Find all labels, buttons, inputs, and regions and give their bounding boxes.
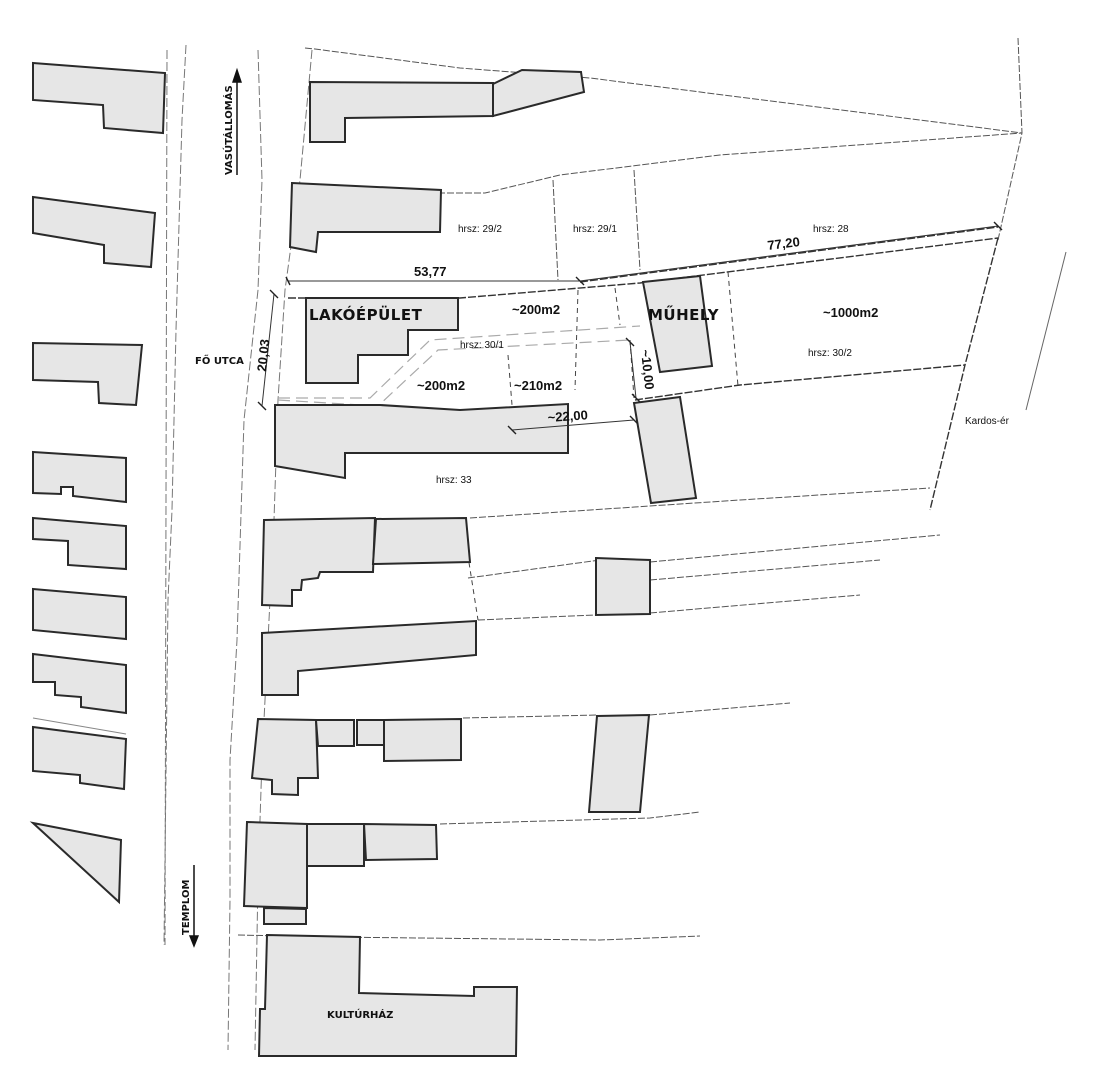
building-33-main bbox=[274, 402, 569, 480]
south-buildings bbox=[242, 516, 651, 1057]
area-label-2: ~200m2 bbox=[417, 378, 465, 393]
building-south-1 bbox=[260, 516, 377, 608]
area-label-3: ~210m2 bbox=[514, 378, 562, 393]
subject-plot bbox=[277, 226, 999, 511]
parcel-label-30-1: hrsz: 30/1 bbox=[460, 340, 504, 351]
building-south-5 bbox=[250, 717, 320, 797]
stream-label: Kardos-ér bbox=[965, 416, 1010, 427]
building-south-9 bbox=[587, 713, 651, 813]
building-south-10 bbox=[242, 820, 308, 910]
building-west-6 bbox=[32, 587, 127, 641]
dimension-lines bbox=[257, 221, 1003, 435]
building-south-6 bbox=[314, 719, 355, 747]
dimension-label-long: 77,20 bbox=[767, 234, 801, 253]
building-west-1 bbox=[32, 61, 167, 135]
building-north-3 bbox=[288, 181, 443, 254]
north-buildings bbox=[288, 68, 586, 254]
west-buildings bbox=[29, 61, 167, 905]
south-arrow-icon bbox=[188, 865, 200, 948]
building-west-9 bbox=[29, 821, 123, 905]
north-arrow-icon bbox=[232, 67, 242, 175]
stream-line bbox=[1025, 251, 1067, 411]
building-north-1 bbox=[309, 80, 494, 143]
workshop-building bbox=[641, 274, 714, 374]
workshop-building-label: MŰHELY bbox=[648, 304, 720, 324]
culture-house-label: KULTÚRHÁZ bbox=[327, 1008, 393, 1021]
residential-building bbox=[305, 297, 459, 384]
dimension-label-width: 20,03 bbox=[254, 338, 272, 372]
direction-label-south: TEMPLOM bbox=[181, 880, 192, 935]
parcel-label-29-1: hrsz: 29/1 bbox=[573, 224, 617, 235]
parcel-label-33: hrsz: 33 bbox=[436, 475, 472, 486]
building-south-11 bbox=[306, 823, 365, 867]
building-west-7 bbox=[32, 652, 127, 715]
north-lot-lines bbox=[304, 37, 1023, 281]
dimension-label-front: 53,77 bbox=[414, 264, 447, 279]
parcel-label-29-2: hrsz: 29/2 bbox=[458, 224, 502, 235]
building-west-8 bbox=[32, 725, 128, 791]
dimension-label-gap-length: ~22,00 bbox=[547, 407, 588, 425]
building-south-4 bbox=[261, 619, 477, 696]
parcel-label-28: hrsz: 28 bbox=[813, 224, 849, 235]
building-south-3 bbox=[595, 556, 651, 617]
building-south-12 bbox=[362, 822, 439, 862]
building-west-5 bbox=[32, 516, 127, 571]
parcel-label-30-2: hrsz: 30/2 bbox=[808, 348, 852, 359]
dimension-label-gap-width: ~10,00 bbox=[638, 349, 657, 390]
building-south-13 bbox=[263, 906, 307, 925]
building-south-8 bbox=[383, 717, 462, 763]
building-outhouse bbox=[632, 395, 698, 505]
subject-buildings bbox=[274, 274, 714, 505]
building-south-7 bbox=[356, 719, 385, 746]
building-west-2 bbox=[32, 195, 157, 269]
residential-building-label: LAKÓÉPÜLET bbox=[309, 305, 423, 324]
building-north-2 bbox=[492, 68, 586, 118]
area-label-1: ~200m2 bbox=[512, 302, 560, 317]
building-south-2 bbox=[371, 516, 472, 566]
street-label-main: FŐ UTCA bbox=[195, 353, 244, 367]
building-west-4 bbox=[32, 450, 127, 504]
culture-house bbox=[257, 933, 519, 1057]
direction-label-north: VASÚTÁLLOMÁS bbox=[222, 85, 235, 175]
building-west-3 bbox=[32, 341, 144, 407]
area-label-4: ~1000m2 bbox=[823, 305, 878, 320]
